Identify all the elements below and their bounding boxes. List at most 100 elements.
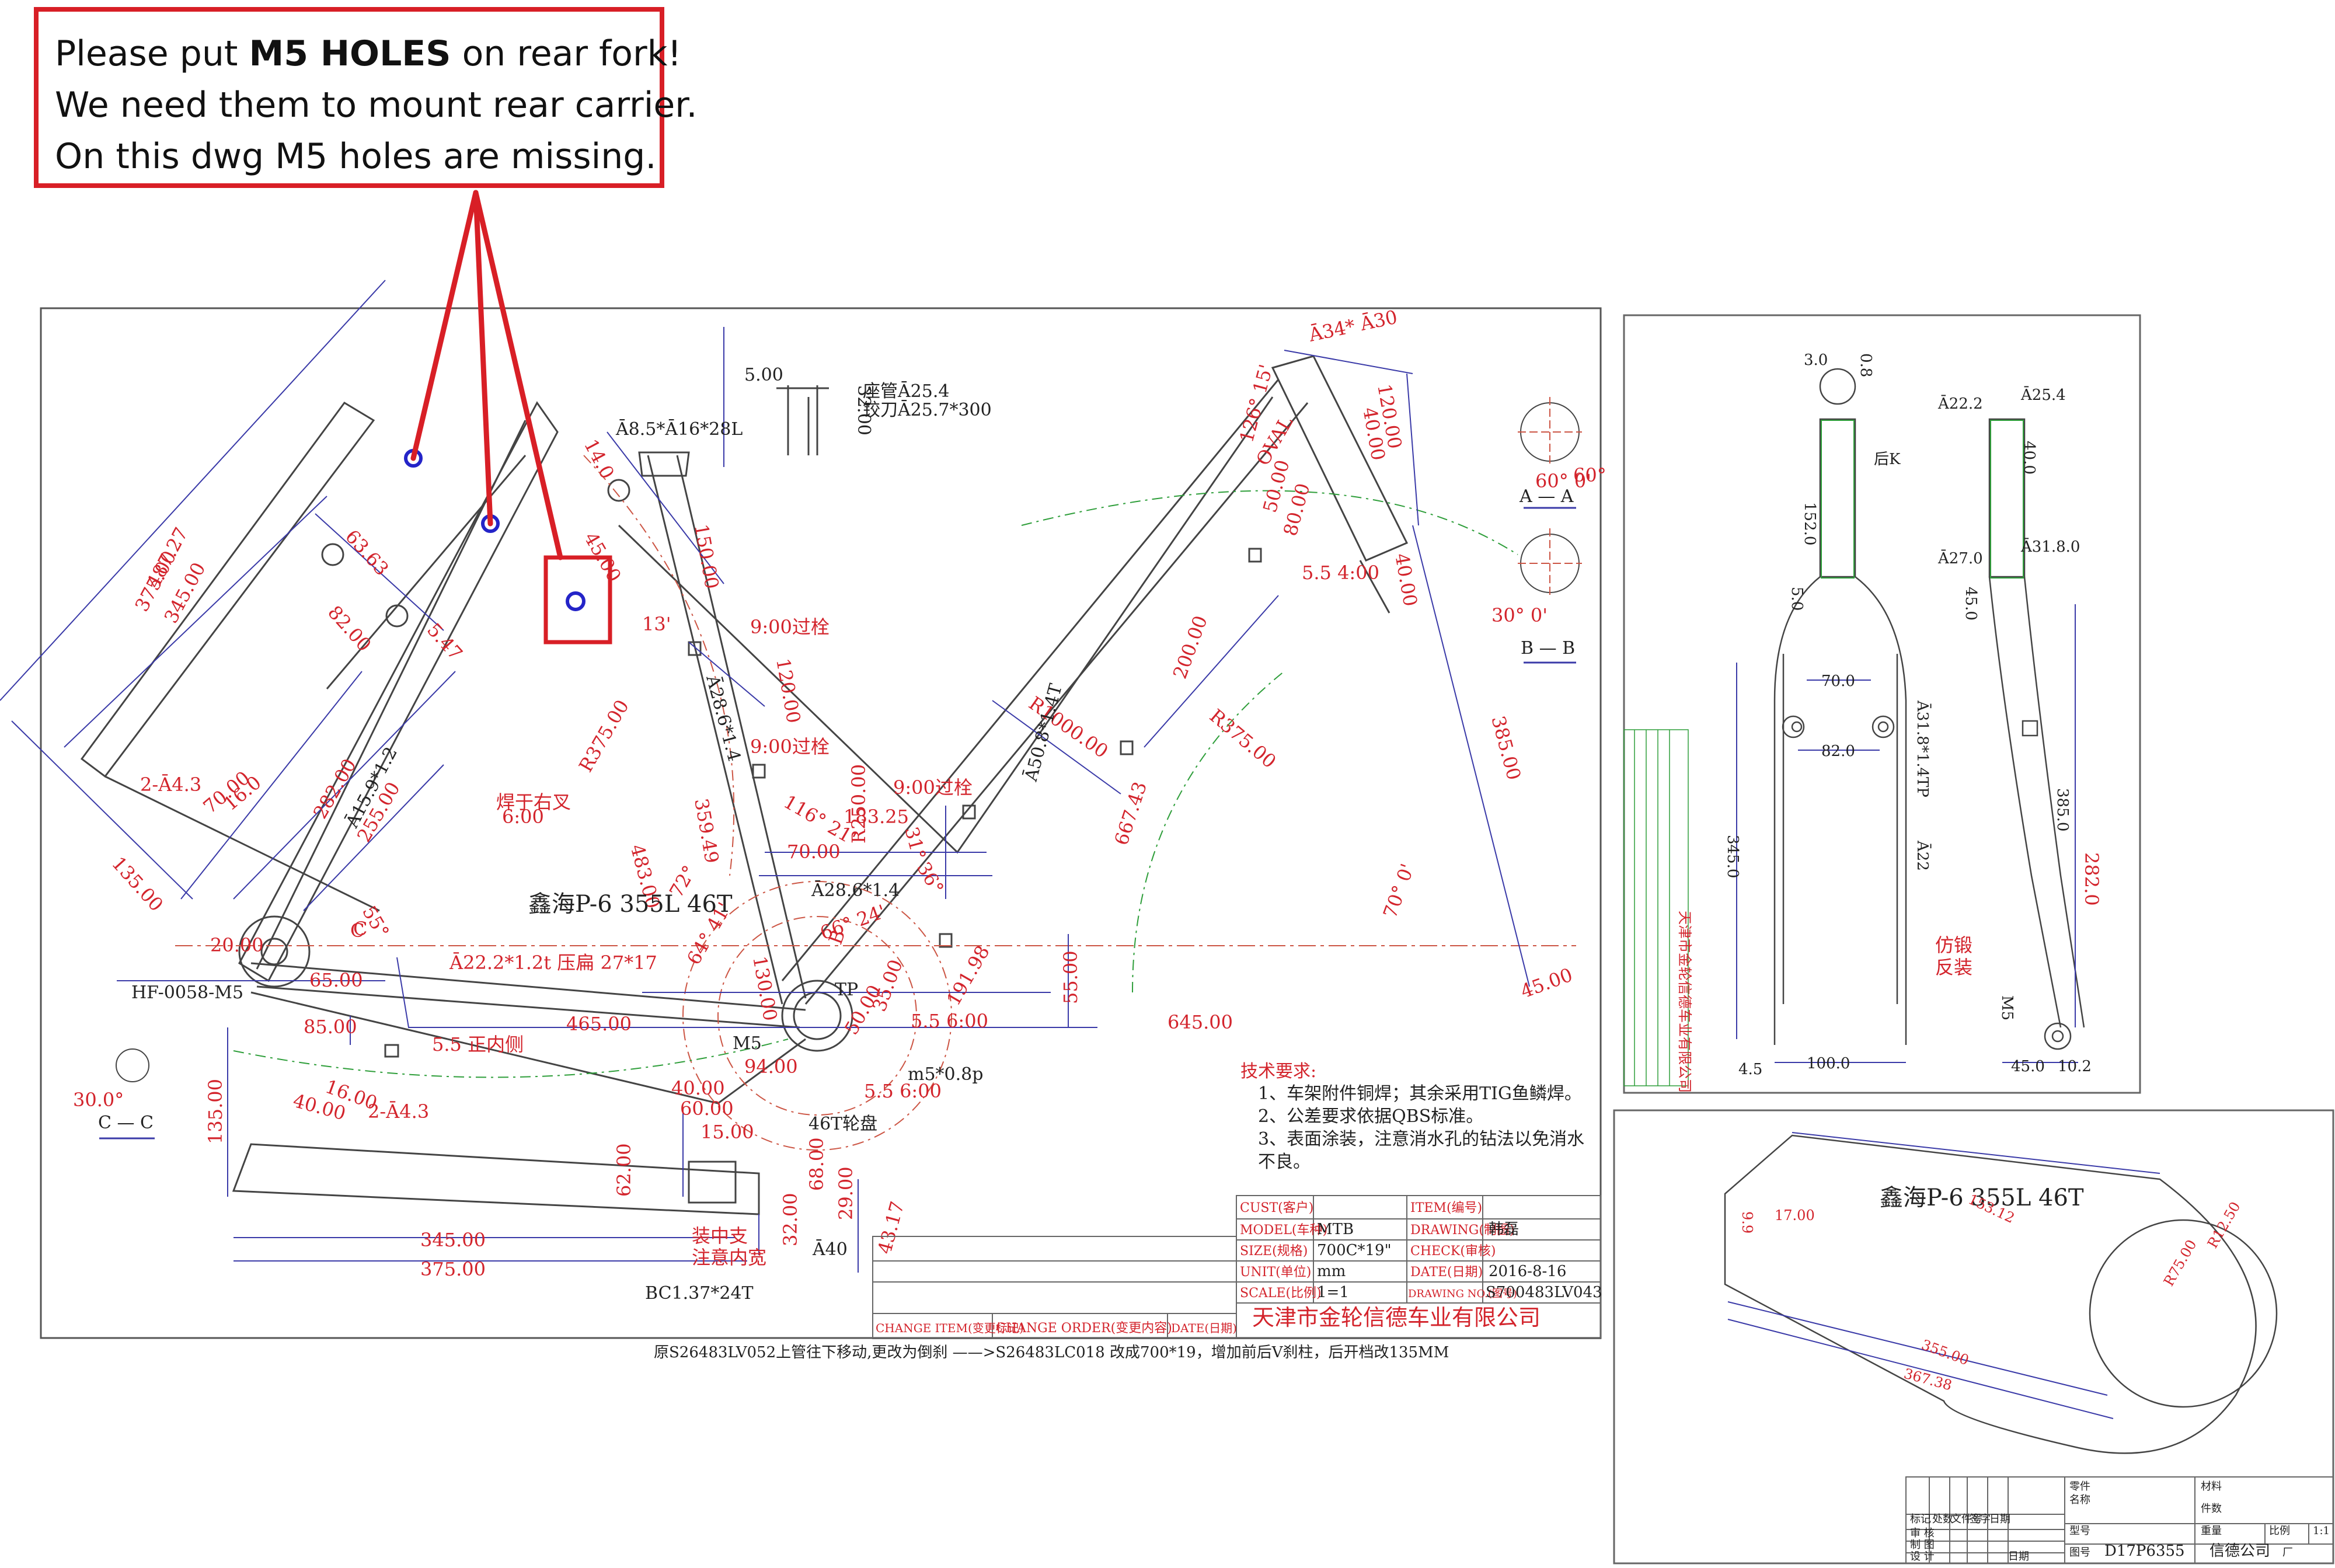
callout-line-1-prefix: Please put: [55, 33, 249, 74]
dimension-label: 30.0°: [73, 1089, 124, 1111]
dimension-label: M5: [733, 1033, 762, 1054]
fork-side-company: 天津市金轮信德车业有限公司: [1677, 911, 1693, 1093]
m5-hole-markers: [404, 449, 586, 611]
dimension-label: 17.00: [1775, 1207, 1815, 1224]
tech-req-item: 1、车架附件铜焊；其余采用TIG鱼鳞焊。: [1258, 1083, 1582, 1104]
dimension-label: Ā8.5*Ā16*28L: [615, 419, 743, 440]
guard-table-cell: 日期: [1989, 1513, 2010, 1525]
dimension-label: TP: [835, 980, 858, 1000]
dimension-label: 45.0: [1962, 587, 1979, 621]
dimension-label: 100.0: [1807, 1055, 1850, 1072]
dimension-label: C — C: [98, 1113, 154, 1133]
dimension-label: 385.00: [1487, 713, 1525, 782]
tb-date-value: 2016-8-16: [1489, 1263, 1566, 1280]
dimension-label: 385.0: [2054, 788, 2071, 831]
tb-scale-label: SCALE(比例): [1240, 1286, 1322, 1301]
construction-lines: [175, 455, 1576, 1151]
dimension-label: 367.38: [1902, 1365, 1953, 1394]
guard-table-cell: 厂: [2282, 1546, 2293, 1559]
tb-size-label: SIZE(规格): [1240, 1244, 1308, 1259]
tb-scale-value: 1=1: [1317, 1284, 1349, 1301]
dimension-label: 60° 0': [1535, 470, 1591, 492]
dimension-label: 10.2: [2058, 1058, 2092, 1075]
dimension-label: Ā34* Ā30: [1306, 306, 1399, 346]
dimension-label: 200.00: [1169, 613, 1212, 682]
dimension-label: R375.00: [574, 696, 633, 776]
dimension-label: 仿锻: [1935, 934, 1972, 956]
dimension-label: 焊于右叉: [496, 791, 571, 813]
guard-table-cell: 处数: [1932, 1513, 1953, 1525]
dimension-label: 282.0: [2080, 852, 2103, 906]
guard-dimension-lines: [1727, 1132, 2160, 1419]
guard-table-cell: 型号: [2069, 1525, 2090, 1537]
dimension-label: 68.00: [806, 1137, 828, 1191]
dimension-label: 5.5 4:00: [1302, 562, 1379, 584]
dimension-label: 55.00: [1060, 950, 1082, 1004]
dimension-label: 铰刀Ā25.7*300: [863, 400, 992, 420]
guard-table-cell: 件数: [2201, 1503, 2222, 1515]
dimension-lines: [0, 280, 1530, 1273]
dimension-label: 94.00: [744, 1055, 798, 1078]
dimension-label: 40.0: [2020, 441, 2038, 475]
dimension-label: 345.0: [1724, 835, 1741, 878]
dimension-label: 15.00: [700, 1121, 754, 1143]
guard-table-cell: 名称: [2069, 1494, 2090, 1506]
dimension-label: 装中支: [692, 1225, 748, 1247]
guard-table-cell: 文件号: [1951, 1513, 1982, 1525]
guard-table-cell: 标记: [1910, 1513, 1931, 1525]
dimension-label: 667.43: [1110, 779, 1151, 848]
dimension-label: 5.5 正内侧: [432, 1033, 524, 1055]
tb-item-label: ITEM(编号): [1410, 1201, 1482, 1215]
guard-table-cell: 日期: [2008, 1550, 2029, 1563]
dimension-label: A — A: [1519, 486, 1574, 507]
tb-drawing-no-label: DRAWING NO.(图号): [1408, 1288, 1517, 1300]
dimension-label: 63.63: [341, 525, 393, 580]
frame-geometry: [80, 355, 1409, 1215]
dimension-label: m5*0.8p: [908, 1064, 983, 1085]
tb-model-label: MODEL(车种): [1240, 1223, 1327, 1238]
dimension-label: 45.00: [1518, 963, 1576, 1002]
footnote: 原S26483LV052上管往下移动,更改为倒刹 ——>S26483LC018 …: [654, 1344, 1449, 1361]
dimension-label: 45.0: [2011, 1058, 2045, 1075]
guard-drawing-border: [1613, 1109, 2334, 1564]
fork-side-title-block: [1623, 729, 1689, 1086]
dimension-label: 13': [642, 613, 671, 635]
tb-size-value: 700C*19": [1317, 1242, 1392, 1259]
fork-dimension-lines: [1736, 604, 2078, 1063]
dimension-label: 后K: [1874, 451, 1901, 468]
callout-line-2: We need them to mount rear carrier.: [55, 85, 698, 126]
guard-table-cell: 设 计: [1910, 1550, 1935, 1563]
dimension-label: 82.00: [323, 601, 376, 656]
dimension-label: 85.00: [304, 1016, 357, 1038]
callout-line-3: On this dwg M5 holes are missing.: [55, 136, 657, 177]
dimension-label: 3.0: [1804, 351, 1828, 369]
dimension-label: 191.98: [942, 942, 994, 1009]
tb-cust-label: CUST(客户): [1240, 1201, 1313, 1215]
dimension-label: 14.0: [580, 435, 619, 483]
dimension-label: 60.00: [680, 1097, 734, 1120]
callout-bold-text: M5 HOLES: [249, 33, 451, 74]
dimension-label: 183.25: [844, 806, 909, 828]
guard-table-cell: 信德公司: [2209, 1542, 2270, 1560]
dimension-label: 5.5 6:00: [864, 1080, 942, 1102]
guard-table-cell: 签字: [1970, 1513, 1991, 1525]
guard-geometry: [1724, 1134, 2278, 1454]
callout-line-1: Please put M5 HOLES on rear fork!: [55, 28, 681, 79]
dimension-label: 9:00过栓: [750, 616, 830, 638]
dimension-label: 62.00: [613, 1143, 635, 1197]
dimension-label: Ā22.2: [1937, 395, 1983, 413]
tb-check-label: CHECK(审核): [1410, 1244, 1496, 1259]
dimension-label: 29.00: [835, 1166, 857, 1220]
guard-table-cell: 比例: [2269, 1525, 2290, 1537]
guard-table-cell: 重量: [2201, 1525, 2222, 1537]
guard-table-cell: 零件: [2069, 1480, 2090, 1493]
dimension-label: 座管Ā25.4: [863, 381, 949, 402]
dimension-label: C: [350, 919, 364, 942]
dimension-label: 345.00: [420, 1229, 486, 1251]
dimension-label: Ā28.6*1.4: [811, 880, 900, 901]
callout-pointers: [410, 190, 563, 560]
